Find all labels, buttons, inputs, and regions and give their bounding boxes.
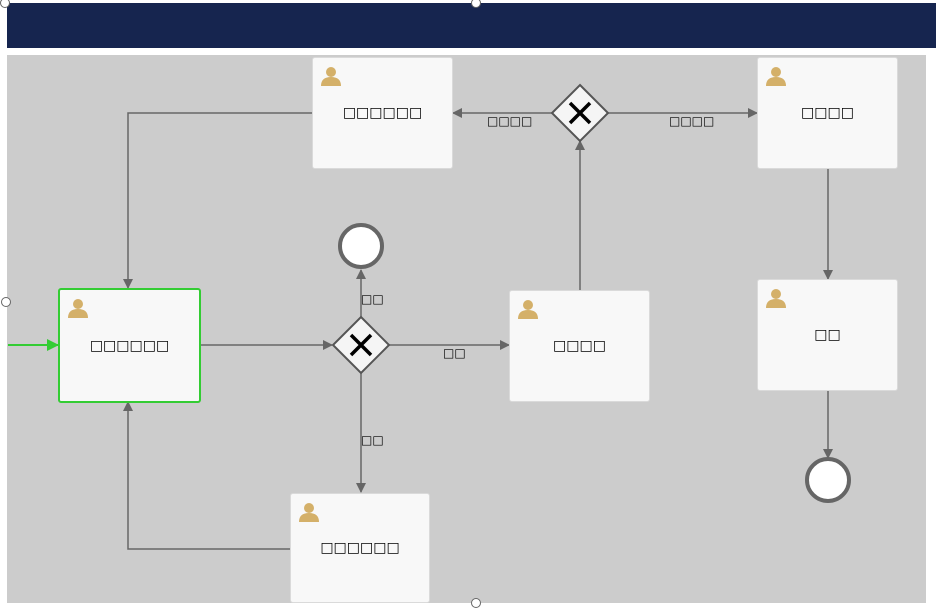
edge-label: □□□□ (487, 114, 533, 128)
exclusive-gateway-x-icon (568, 101, 592, 125)
task-node-1[interactable]: □□□□□□ (312, 57, 453, 169)
end-event-2 (805, 457, 851, 503)
edge-label: □□ (361, 292, 384, 306)
resize-handle[interactable] (471, 598, 481, 608)
resize-handle[interactable] (0, 0, 10, 8)
task-label: □□□□□□ (342, 105, 423, 121)
user-icon (298, 501, 320, 527)
user-icon (320, 65, 342, 91)
user-icon (765, 287, 787, 313)
task-node-2[interactable]: □□□□ (757, 57, 898, 169)
header-bar (7, 3, 936, 48)
task-node-5[interactable]: □□□□□□ (290, 493, 430, 603)
task-label: □□□□□□ (320, 540, 400, 556)
gateway-2[interactable] (550, 83, 610, 143)
edge-t6-t1 (123, 401, 290, 550)
user-icon (765, 65, 787, 91)
task-label: □□□□ (801, 105, 854, 121)
task-label: □□ (814, 327, 841, 343)
task-node-3[interactable]: □□□□ (509, 290, 650, 402)
resize-handle[interactable] (1, 297, 11, 307)
end-event-1 (338, 223, 384, 269)
user-icon (67, 297, 89, 323)
edge-label: □□ (443, 346, 466, 360)
resize-handle[interactable] (471, 0, 481, 8)
task-node-active[interactable]: □□□□□□ (58, 288, 201, 403)
edge-t2-t1 (123, 112, 312, 289)
exclusive-gateway-x-icon (349, 333, 373, 357)
gateway-1[interactable] (331, 315, 391, 375)
edge-label: □□□□ (669, 114, 715, 128)
task-label: □□□□ (553, 338, 606, 354)
edge-label: □□ (361, 433, 384, 447)
task-node-4[interactable]: □□ (757, 279, 898, 391)
task-label: □□□□□□ (89, 337, 170, 354)
user-icon (517, 298, 539, 324)
